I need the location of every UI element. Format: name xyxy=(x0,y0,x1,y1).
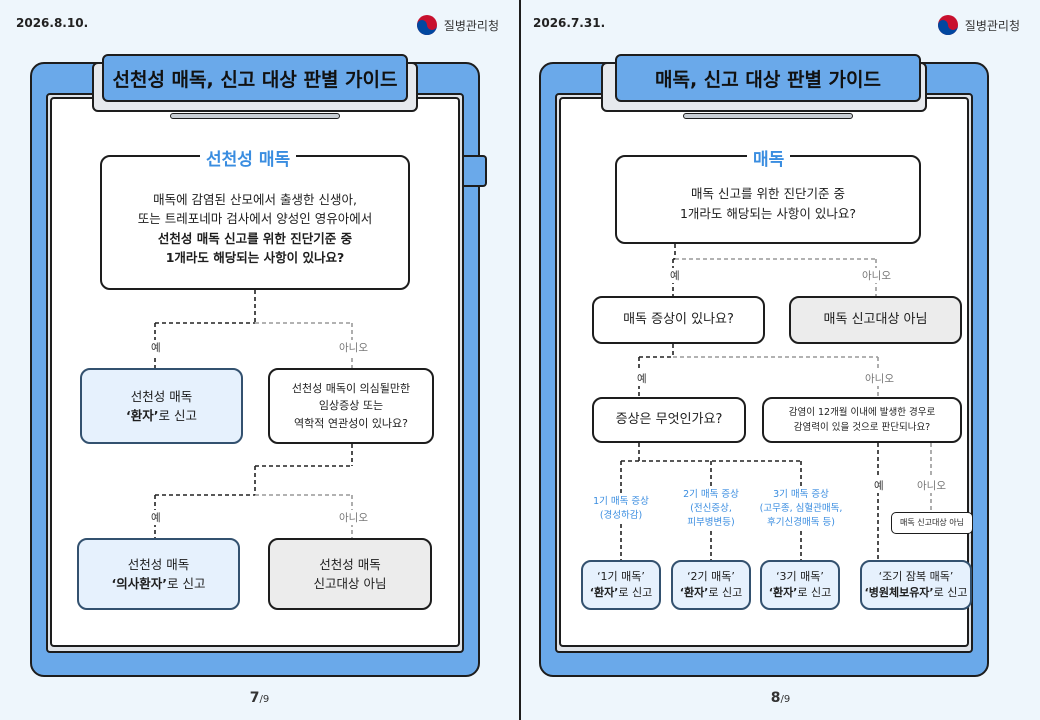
section-title: 선천성 매독 xyxy=(200,145,297,170)
not-target-box: 선천성 매독 신고대상 아님 xyxy=(268,538,432,610)
what-symptom-box: 증상은 무엇인가요? xyxy=(592,397,746,443)
stage3-category: 3기 매독 증상(고무종, 심혈관매독,후기신경매독 등) xyxy=(749,488,853,530)
question-line: 임상증상 또는 xyxy=(318,399,384,413)
question-line-bold: 1개라도 해당되는 사항이 있나요? xyxy=(165,249,345,265)
not-target-small-box: 매독 신고대상 아님 xyxy=(891,512,973,534)
question-text: 증상은 무엇인가요? xyxy=(615,411,723,427)
main-question-box: 매독에 감염된 산모에서 출생한 신생아, 또는 트레포네마 검사에서 양성인 … xyxy=(100,155,410,290)
disease-name: 선천성 매독 xyxy=(130,388,193,404)
report-patient-box: 선천성 매독 ‘환자’로 신고 xyxy=(80,368,243,444)
question-line: 감염이 12개월 이내에 발생한 경우로 xyxy=(788,406,936,418)
section-title: 매독 xyxy=(747,145,791,170)
clip-bar xyxy=(683,113,853,119)
symptom-question-box: 매독 증상이 있나요? xyxy=(592,296,765,344)
infection-question-box: 감염이 12개월 이내에 발생한 경우로 감염력이 있을 것으로 판단되나요? xyxy=(762,397,962,443)
yes-label: 예 xyxy=(668,268,682,283)
page-7: 2026.8.10. 질병관리청 선천성 매독, 신고 대상 판별 가이드 xyxy=(0,0,519,720)
report-stage1-box: ‘1기 매독’ ‘환자’로 신고 xyxy=(581,560,661,610)
question-line: 매독에 감염된 산모에서 출생한 신생아, xyxy=(153,191,357,207)
report-suffix: 로 신고 xyxy=(158,408,197,423)
question-line-bold: 선천성 매독 신고를 위한 진단기준 중 xyxy=(157,230,353,246)
question-line: 역학적 연관성이 있나요? xyxy=(293,416,409,430)
agency-name: 질병관리청 xyxy=(443,18,499,33)
page-divider xyxy=(519,0,521,720)
report-latent-box: ‘조기 잠복 매독’ ‘병원체보유자’로 신고 xyxy=(860,560,972,610)
not-target-label: 신고대상 아님 xyxy=(313,576,387,591)
guide-title: 선천성 매독, 신고 대상 판별 가이드 xyxy=(102,54,408,102)
not-target-label: 매독 신고대상 아님 xyxy=(900,517,964,527)
agency-logo: 질병관리청 xyxy=(416,14,499,36)
not-target-label: 매독 신고대상 아님 xyxy=(823,311,928,327)
clip-bar xyxy=(170,113,340,119)
report-type: ‘환자’ xyxy=(126,408,159,423)
question-line: 또는 트레포네마 검사에서 양성인 영유아에서 xyxy=(137,211,373,227)
taegeuk-icon xyxy=(416,15,437,35)
date: 2026.8.10. xyxy=(16,16,89,30)
report-suffix: 로 신고 xyxy=(167,576,206,591)
yes-label: 예 xyxy=(635,371,649,386)
disease-name: 선천성 매독 xyxy=(319,556,381,572)
question-line: 매독 신고를 위한 진단기준 중 xyxy=(691,186,845,202)
disease-name: 선천성 매독 xyxy=(127,556,190,572)
no-label: 아니오 xyxy=(863,371,896,386)
report-suspect-box: 선천성 매독 ‘의사환자’로 신고 xyxy=(77,538,240,610)
question-line: 1개라도 해당되는 사항이 있나요? xyxy=(679,205,856,221)
question-line: 선천성 매독이 의심될만한 xyxy=(291,381,411,395)
page-number: 8/9 xyxy=(770,690,791,706)
stage1-category: 1기 매독 증상(경성하감) xyxy=(581,495,661,523)
yes-label: 예 xyxy=(149,340,163,355)
no-label: 아니오 xyxy=(915,478,948,493)
yes-label: 예 xyxy=(872,478,886,493)
date: 2026.7.31. xyxy=(533,16,606,30)
page-number: 7/9 xyxy=(249,690,270,706)
question-text: 매독 증상이 있나요? xyxy=(623,311,734,327)
guide-title: 매독, 신고 대상 판별 가이드 xyxy=(615,54,921,102)
report-stage2-box: ‘2기 매독’ ‘환자’로 신고 xyxy=(671,560,751,610)
no-label: 아니오 xyxy=(860,268,893,283)
question-line: 감염력이 있을 것으로 판단되나요? xyxy=(793,422,931,433)
yes-label: 예 xyxy=(149,510,163,525)
not-target-box: 매독 신고대상 아님 xyxy=(789,296,962,344)
agency-logo: 질병관리청 xyxy=(937,14,1020,36)
agency-name: 질병관리청 xyxy=(964,18,1020,33)
report-stage3-box: ‘3기 매독’ ‘환자’로 신고 xyxy=(760,560,840,610)
taegeuk-icon xyxy=(937,15,958,35)
no-label: 아니오 xyxy=(337,340,370,355)
report-type: ‘의사환자’ xyxy=(111,576,168,591)
no-label: 아니오 xyxy=(337,510,370,525)
clinical-question-box: 선천성 매독이 의심될만한 임상증상 또는 역학적 연관성이 있나요? xyxy=(268,368,434,444)
stage2-category: 2기 매독 증상(전신증상,피부병변등) xyxy=(671,488,751,530)
page-8: 2026.7.31. 질병관리청 매독, 신고 대상 판별 가이드 xyxy=(521,0,1040,720)
